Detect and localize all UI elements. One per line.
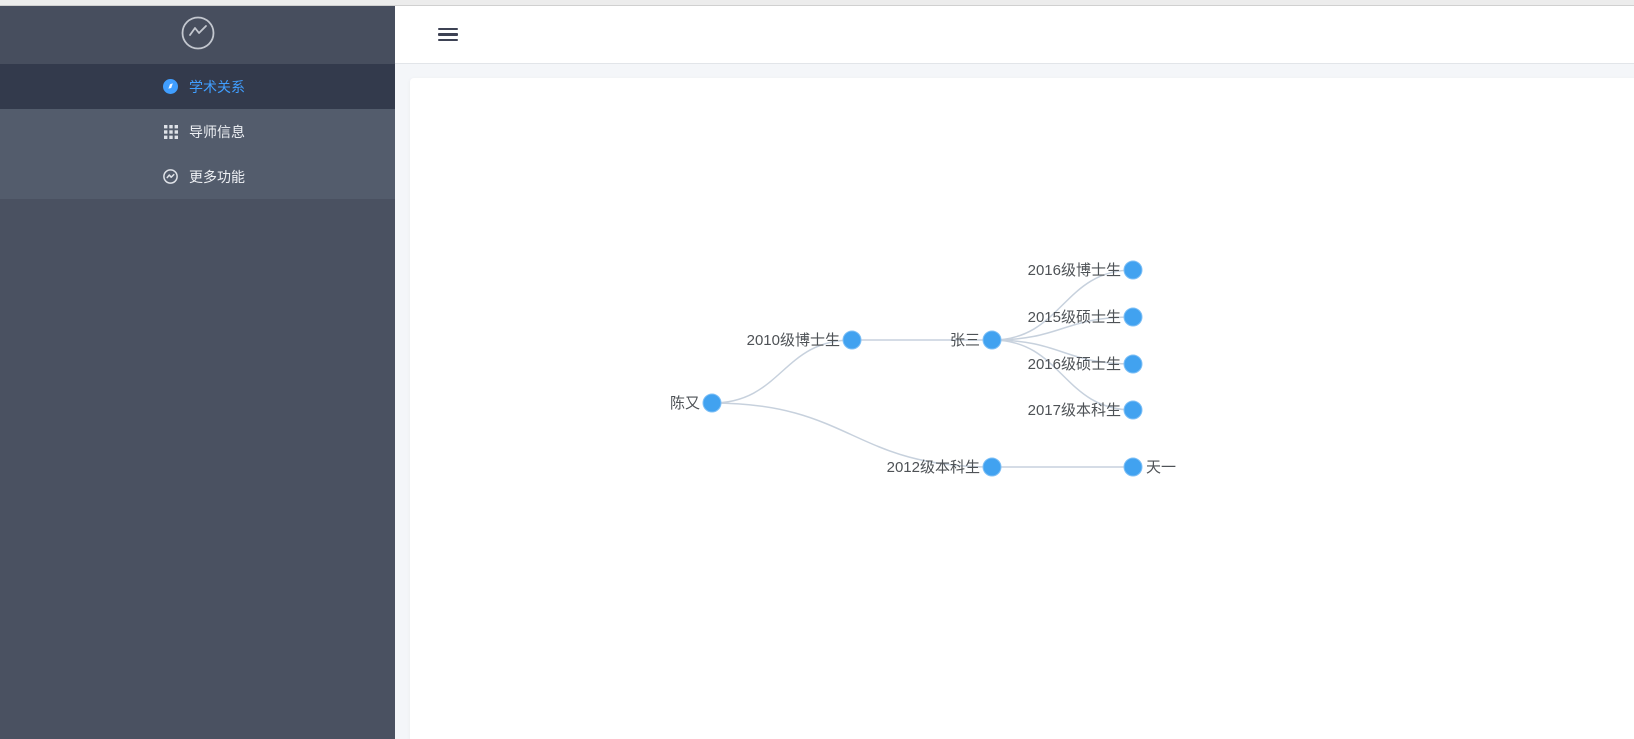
tree-edge-zhangsan-phd2016 [991,269,1134,341]
tree-node-label-bs2017: 2017级本科生 [1028,402,1121,419]
tree-node-tianyi[interactable] [1123,457,1143,477]
sidebar: 学术关系 导师信息 [0,6,395,739]
tree-edge-zhangsan-bs2017 [991,339,1134,411]
sidebar-item-label: 导师信息 [189,123,245,140]
tree-node-label-phd2016: 2016级博士生 [1028,262,1121,279]
tree-node-bs2012[interactable] [982,457,1002,477]
browser-top-strip [0,0,1634,6]
grid-icon [163,124,178,139]
compass-icon [163,79,178,94]
sidebar-item-label: 更多功能 [189,168,245,185]
tree-edge-chenyou-phd2010 [711,339,853,404]
content-column: 陈又 2010级博士生 张三 2016级博士生 2015级硕士生 2016级硕士生 2017… [395,6,1634,739]
tree-node-phd2016[interactable] [1123,260,1143,280]
sidebar-menu: 学术关系 导师信息 [0,64,395,199]
tree-node-label-zhangsan: 张三 [950,332,980,349]
main-area: 陈又 2010级博士生 张三 2016级博士生 2015级硕士生 2016级硕士生 2017… [395,64,1634,739]
app-window: 学术关系 导师信息 [0,6,1634,739]
hamburger-icon[interactable] [438,25,458,45]
tree-edge-zhangsan-ms2015 [991,316,1134,341]
trend-circle-icon [178,13,218,58]
tree-node-bs2017[interactable] [1123,400,1143,420]
graph-card: 陈又 2010级博士生 张三 2016级博士生 2015级硕士生 2016级硕士生 2017… [410,78,1634,739]
sidebar-item-academic-relations[interactable]: 学术关系 [0,64,395,109]
sidebar-logo-header [0,6,395,64]
tree-node-chenyou[interactable] [702,393,722,413]
tree-node-ms2016[interactable] [1123,354,1143,374]
tree-node-ms2015[interactable] [1123,307,1143,327]
tree-node-label-tianyi: 天一 [1146,459,1176,476]
tree-svg: 陈又 2010级博士生 张三 2016级博士生 2015级硕士生 2016级硕士生 2017… [670,260,1176,477]
tree-node-label-ms2015: 2015级硕士生 [1028,309,1121,326]
sidebar-item-mentor-info[interactable]: 导师信息 [0,109,395,154]
topbar [395,6,1634,64]
tree-edge-chenyou-bs2012 [711,402,993,468]
wave-circle-icon [163,169,178,184]
sidebar-item-more-features[interactable]: 更多功能 [0,154,395,199]
tree-node-zhangsan[interactable] [982,330,1002,350]
tree-node-label-phd2010: 2010级博士生 [747,332,840,349]
sidebar-empty-area [0,199,395,739]
tree-edge-zhangsan-ms2016 [991,339,1134,365]
tree-node-label-chenyou: 陈又 [670,394,700,412]
tree-node-label-bs2012: 2012级本科生 [887,459,980,476]
tree-node-label-ms2016: 2016级硕士生 [1028,356,1121,373]
sidebar-item-label: 学术关系 [189,78,245,95]
tree-node-phd2010[interactable] [842,330,862,350]
